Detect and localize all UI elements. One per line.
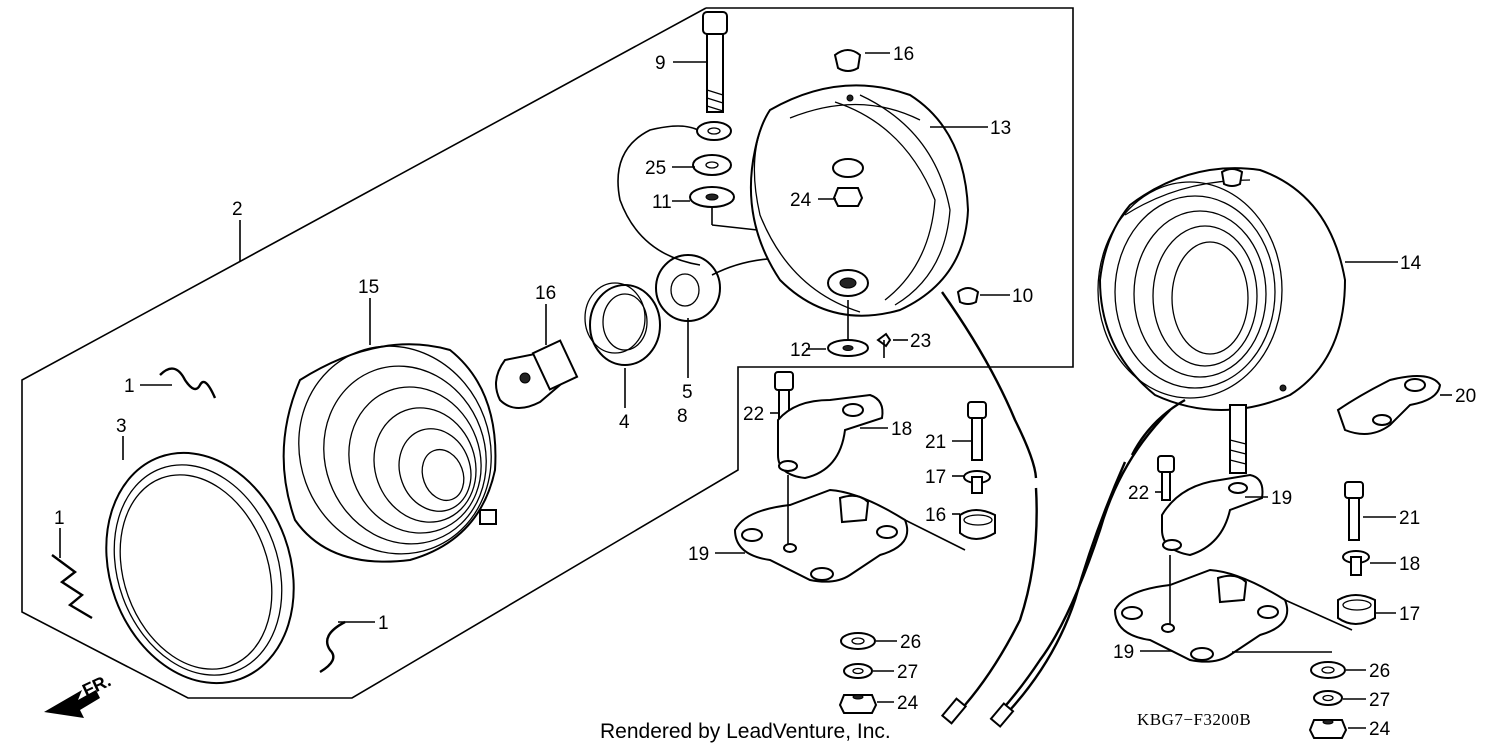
callout-7: 10 [1012, 286, 1033, 307]
callout-21-left: 21 [925, 432, 946, 453]
callout-5: 5 [682, 382, 693, 403]
assembly-outline [21, 7, 1074, 699]
right-cable [989, 398, 1186, 728]
credit-text: Rendered by LeadVenture, Inc. [600, 720, 891, 743]
callout-6: 9 [655, 53, 666, 74]
callout-24-left: 24 [897, 693, 919, 714]
callout-24-right: 24 [1369, 719, 1391, 740]
callout-9: 12 [790, 340, 811, 361]
callout-4: 4 [619, 412, 630, 433]
wire-clips [51, 367, 346, 674]
left-cable [940, 291, 1038, 725]
callout-18-left: 18 [891, 419, 912, 440]
callout-14: 16 [535, 283, 556, 304]
callout-23: 23 [910, 331, 931, 352]
leader-lines [59, 52, 1452, 729]
callout-12: 15 [358, 277, 379, 298]
front-marker-label: FR. [79, 670, 114, 700]
callout-26-right: 26 [1369, 661, 1390, 682]
callout-21-right: 21 [1399, 508, 1420, 529]
callout-16-left: 16 [925, 505, 946, 526]
callout-13: 8 [677, 406, 688, 427]
mount-bolt-stack [689, 11, 849, 241]
callout-8: 11 [652, 192, 672, 213]
callout-10: 13 [990, 118, 1011, 139]
callout-3: 3 [116, 416, 127, 437]
headlight-rim [105, 451, 295, 685]
callout-16-right: 17 [1399, 604, 1420, 625]
headlight-lens-unit [282, 343, 497, 563]
callout-1-left: 1 [54, 508, 65, 529]
callout-22-left: 22 [743, 404, 764, 425]
callout-25: 25 [645, 158, 666, 179]
socket-rubber [584, 282, 661, 366]
callout-19-left: 19 [688, 544, 709, 565]
callout-labels: 9 16 13 25 11 24 10 12 23 14 2 15 16 4 5… [54, 44, 1476, 740]
left-mount-hardware [733, 371, 996, 714]
callout-27-left: 27 [897, 662, 918, 683]
callout-1-bottom: 1 [378, 613, 389, 634]
bulb [495, 339, 579, 409]
callout-17-right: 18 [1399, 554, 1420, 575]
callout-11: 14 [1400, 253, 1422, 274]
callout-17-left: 17 [925, 467, 946, 488]
headlight-case-right [1097, 167, 1347, 474]
callout-2: 2 [232, 199, 243, 220]
callout-26-left: 26 [900, 632, 921, 653]
callout-19-right: 19 [1113, 642, 1134, 663]
right-mount-hardware [1113, 375, 1442, 739]
callout-20: 20 [1455, 386, 1476, 407]
front-arrow-icon: FR. [44, 670, 114, 718]
case-small-parts [827, 49, 980, 358]
callout-18-right: 19 [1271, 488, 1292, 509]
callout-15: 16 [893, 44, 914, 65]
callout-22-right: 22 [1128, 483, 1149, 504]
diagram-code: KBG7−F3200B [1137, 710, 1251, 729]
callout-24: 24 [790, 190, 812, 211]
callout-1-top: 1 [124, 376, 135, 397]
callout-27-right: 27 [1369, 690, 1390, 711]
